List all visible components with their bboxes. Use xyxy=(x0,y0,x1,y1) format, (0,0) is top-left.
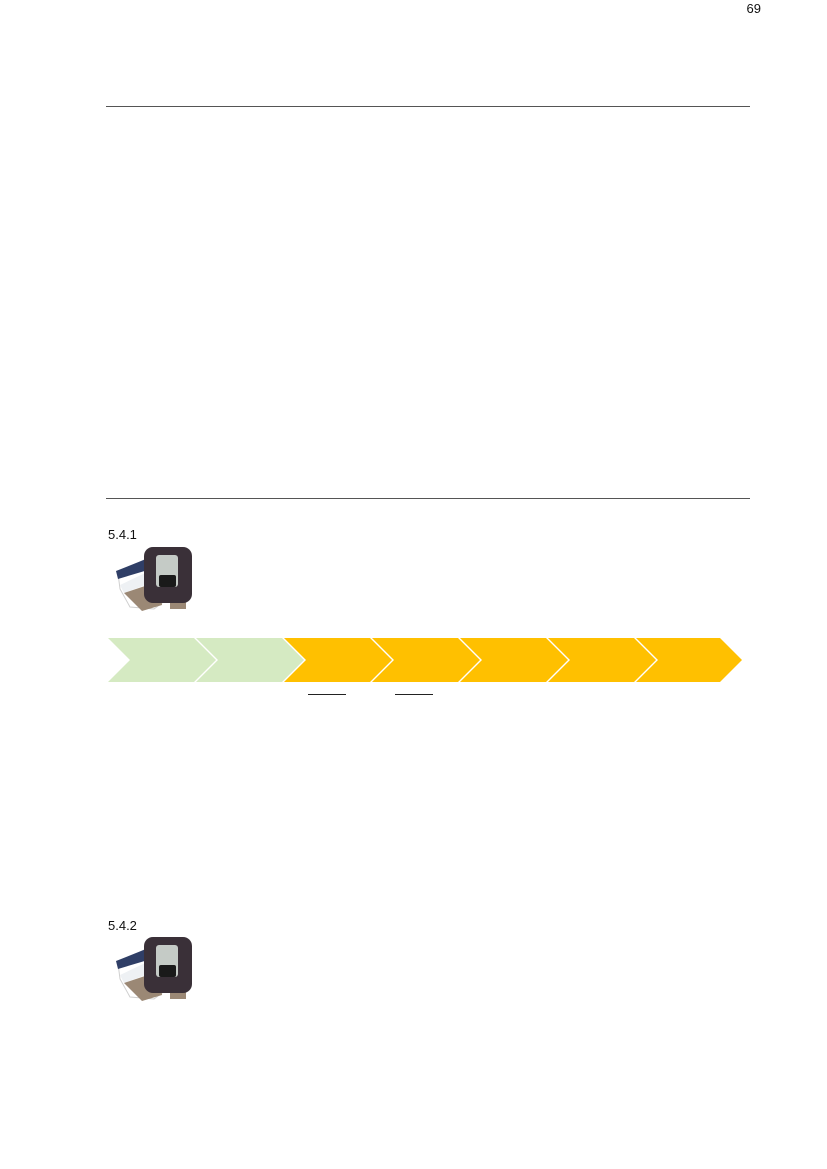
page-number: 69 xyxy=(746,1,761,16)
process-step-3 xyxy=(284,638,392,682)
header-rule xyxy=(106,106,750,107)
process-step-1-completed xyxy=(108,638,216,682)
process-step-6 xyxy=(548,638,656,682)
section-divider-rule xyxy=(106,498,750,499)
hyperlink-underline[interactable] xyxy=(395,694,433,695)
process-step-4 xyxy=(372,638,480,682)
hyperlink-underline[interactable] xyxy=(308,694,346,695)
process-step-5 xyxy=(460,638,568,682)
section-number-5-4-1: 5.4.1 xyxy=(108,527,137,542)
section-number-5-4-2: 5.4.2 xyxy=(108,918,137,933)
process-step-2-completed xyxy=(196,638,304,682)
process-steps-strip xyxy=(108,638,742,682)
train-front-icon xyxy=(116,937,192,1001)
train-front-icon xyxy=(116,547,192,611)
process-step-7 xyxy=(636,638,742,682)
